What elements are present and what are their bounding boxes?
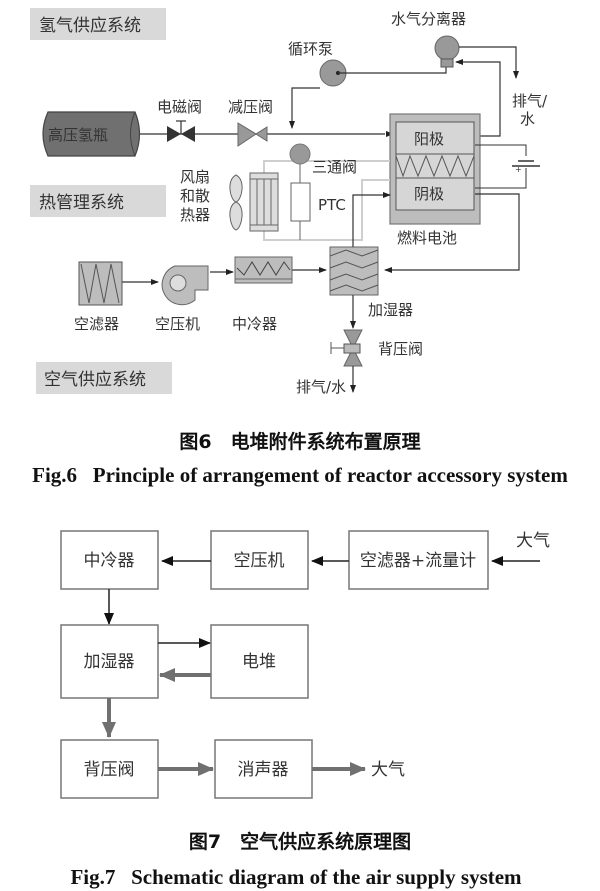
figure6-caption-en: Fig.6 Principle of arrangement of reacto…	[32, 463, 568, 487]
box-compressor-label: 空压机	[234, 551, 285, 571]
fan-label-3: 热器	[180, 206, 210, 224]
water-separator: 水气分离器	[391, 10, 466, 68]
system-label-thermal-text: 热管理系统	[39, 193, 124, 213]
figure7-caption-en: Fig.7 Schematic diagram of the air suppl…	[70, 865, 522, 889]
atmosphere-out-label: 大气	[371, 760, 405, 780]
box-back-pressure-valve: 背压阀	[60, 739, 159, 799]
thermal-loop: 三通阀 PTC	[263, 143, 390, 241]
anode-label: 阳极	[414, 130, 444, 148]
box-humidifier: 加湿器	[60, 624, 159, 699]
back-pressure-valve: 背压阀	[330, 329, 423, 367]
exhaust-top-label-1: 排气/	[512, 92, 548, 110]
exhaust-top-label-2: 水	[520, 110, 535, 128]
figure-6: 氢气供应系统 热管理系统 空气供应系统 高压氢瓶 电磁阀 减	[30, 8, 568, 487]
circulation-pump-label: 循环泵	[288, 40, 333, 58]
exhaust-bottom-label: 排气/水	[296, 378, 346, 396]
ptc-label: PTC	[318, 196, 346, 214]
circulation-pump: 循环泵	[288, 40, 347, 87]
figure-7: 中冷器 空压机 空滤器+流量计 大气 加湿器 电堆 背压阀	[60, 530, 550, 889]
humidifier-label: 加湿器	[368, 301, 413, 319]
box-humidifier-label: 加湿器	[84, 652, 135, 672]
box-filter-flowmeter: 空滤器+流量计	[348, 530, 489, 590]
fan-label-2: 和散	[180, 187, 210, 205]
intercooler: 中冷器	[232, 256, 293, 333]
air-filter: 空滤器	[74, 261, 123, 333]
solenoid-valve: 电磁阀	[157, 98, 202, 142]
intercooler-label: 中冷器	[232, 315, 277, 333]
fuel-cell: 阳极 阴极 燃料电池	[389, 113, 481, 247]
box-filter-flowmeter-label: 空滤器+流量计	[360, 551, 476, 571]
system-label-air: 空气供应系统	[36, 362, 172, 394]
water-separator-label: 水气分离器	[391, 10, 466, 28]
box-stack: 电堆	[210, 624, 309, 699]
air-compressor-label: 空压机	[155, 315, 200, 333]
system-label-hydrogen-text: 氢气供应系统	[39, 16, 141, 36]
air-filter-label: 空滤器	[74, 315, 119, 333]
system-label-air-text: 空气供应系统	[44, 370, 146, 390]
air-compressor: 空压机	[155, 265, 209, 333]
figure6-caption-cn: 图6 电堆附件系统布置原理	[179, 430, 420, 453]
reducing-valve-label: 减压阀	[228, 98, 273, 116]
system-label-hydrogen: 氢气供应系统	[30, 8, 166, 40]
svg-text:+: +	[515, 165, 522, 174]
fuel-cell-label: 燃料电池	[397, 229, 457, 247]
radiator	[249, 172, 279, 232]
humidifier: 加湿器	[329, 246, 413, 319]
fan-label-1: 风扇	[180, 168, 210, 186]
atmosphere-in-label: 大气	[516, 531, 550, 551]
box-intercooler-label: 中冷器	[84, 551, 135, 571]
box-muffler: 消声器	[214, 739, 313, 799]
box-back-pressure-valve-label: 背压阀	[84, 760, 135, 780]
reducing-valve: 减压阀	[228, 98, 273, 147]
figure7-caption-cn: 图7 空气供应系统原理图	[189, 830, 411, 853]
battery-symbol: +	[475, 144, 540, 189]
solenoid-valve-label: 电磁阀	[157, 98, 202, 116]
hydrogen-tank: 高压氢瓶	[42, 111, 141, 157]
box-muffler-label: 消声器	[238, 760, 289, 780]
back-pressure-valve-label: 背压阀	[378, 340, 423, 358]
cathode-label: 阴极	[414, 185, 444, 203]
box-compressor: 空压机	[210, 530, 309, 590]
system-label-thermal: 热管理系统	[30, 185, 166, 217]
fan: 风扇 和散 热器	[180, 168, 243, 231]
three-way-valve-label: 三通阀	[312, 158, 357, 176]
box-stack-label: 电堆	[242, 652, 276, 672]
box-intercooler: 中冷器	[60, 530, 159, 590]
tank-label: 高压氢瓶	[48, 126, 108, 144]
